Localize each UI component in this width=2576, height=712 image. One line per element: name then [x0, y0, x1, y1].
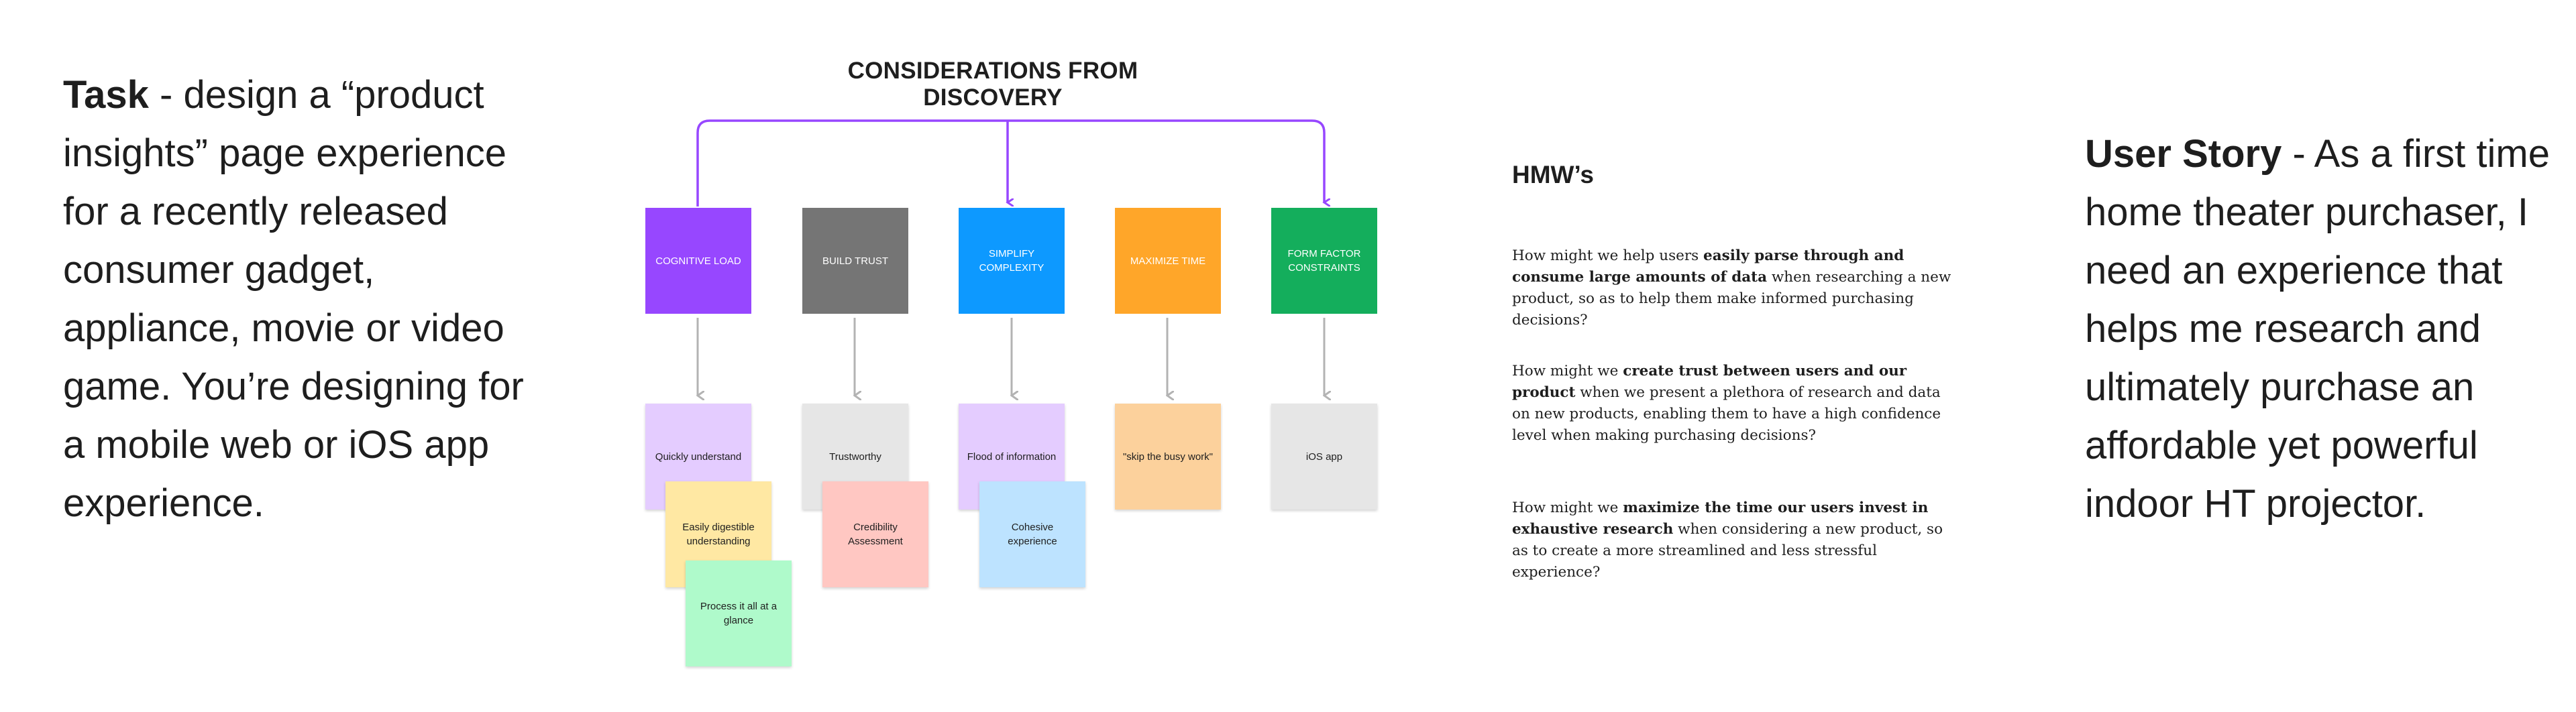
user-story-label: User Story — [2085, 132, 2282, 176]
hmw-title: HMW’s — [1512, 161, 1594, 188]
hmw-item-1-emphasis: easily parse through and consume large a… — [1512, 247, 1904, 286]
note-ios-app: iOS app — [1271, 404, 1377, 510]
hmw-item-1-text: How might we help users — [1512, 247, 1704, 264]
note-process-at-glance: Process it all at a glance — [686, 560, 792, 666]
hmw-item-3-emphasis: maximize the time our users invest in ex… — [1512, 499, 1929, 538]
note-cohesive-experience: Cohesive experience — [979, 481, 1085, 587]
hmw-item-1: How might we help users easily parse thr… — [1512, 245, 1955, 331]
hmw-item-2-text-end: when we present a plethora of research a… — [1512, 384, 1941, 444]
diagram-title: CONSIDERATIONS FROM DISCOVERY — [847, 58, 1138, 111]
hmw-item-3: How might we maximize the time our users… — [1512, 497, 1955, 583]
task-label: Task — [63, 73, 149, 117]
category-maximize-time: MAXIMIZE TIME — [1115, 208, 1221, 314]
task-text: - design a “product insights” page exper… — [63, 73, 524, 525]
note-credibility-assessment: Credibility Assessment — [822, 481, 928, 587]
hmw-item-3-text: How might we — [1512, 499, 1623, 516]
hmw-item-1-text-end: when researching a new product, so as to… — [1512, 269, 1951, 329]
category-build-trust: BUILD TRUST — [802, 208, 908, 314]
category-cognitive-load: COGNITIVE LOAD — [645, 208, 751, 314]
hmw-item-2-emphasis: create trust between users and our produ… — [1512, 363, 1907, 401]
hmw-item-2: How might we create trust between users … — [1512, 361, 1955, 447]
category-simplify-complexity: SIMPLIFY COMPLEXITY — [959, 208, 1065, 314]
purple-connector — [696, 119, 1324, 206]
user-story-text: - As a first time home theater purchaser… — [2085, 132, 2550, 526]
task-description: Task - design a “product insights” page … — [63, 66, 526, 532]
category-form-factor-constraints: FORM FACTOR CONSTRAINTS — [1271, 208, 1377, 314]
hmw-item-2-text: How might we — [1512, 363, 1623, 379]
user-story: User Story - As a first time home theate… — [2085, 125, 2555, 533]
hmw-item-3-text-end: when considering a new product, so as to… — [1512, 521, 1943, 581]
note-skip-busy-work: "skip the busy work" — [1115, 404, 1221, 510]
